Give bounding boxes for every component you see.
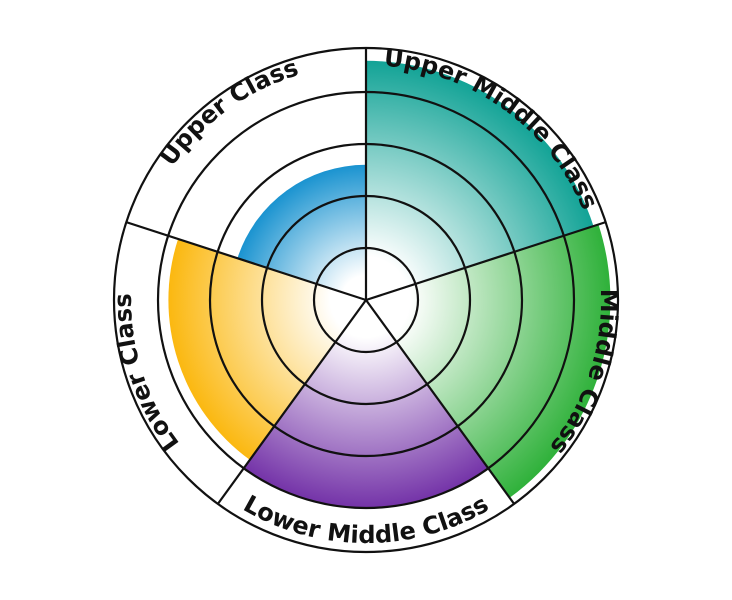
divider-line-4 [216, 299, 367, 505]
divider-line-3 [365, 299, 516, 505]
outer-frame [112, 46, 620, 554]
wedge-lower-class [168, 238, 366, 460]
divider-line-2 [365, 221, 607, 302]
wedge-upper-middle-class [366, 60, 594, 300]
label-upper-class: Upper Class [154, 53, 301, 170]
wedge-upper-class [237, 164, 366, 300]
wedge-middle-class [366, 224, 611, 498]
divider-line-5 [125, 221, 367, 302]
data-wedges [168, 60, 611, 509]
